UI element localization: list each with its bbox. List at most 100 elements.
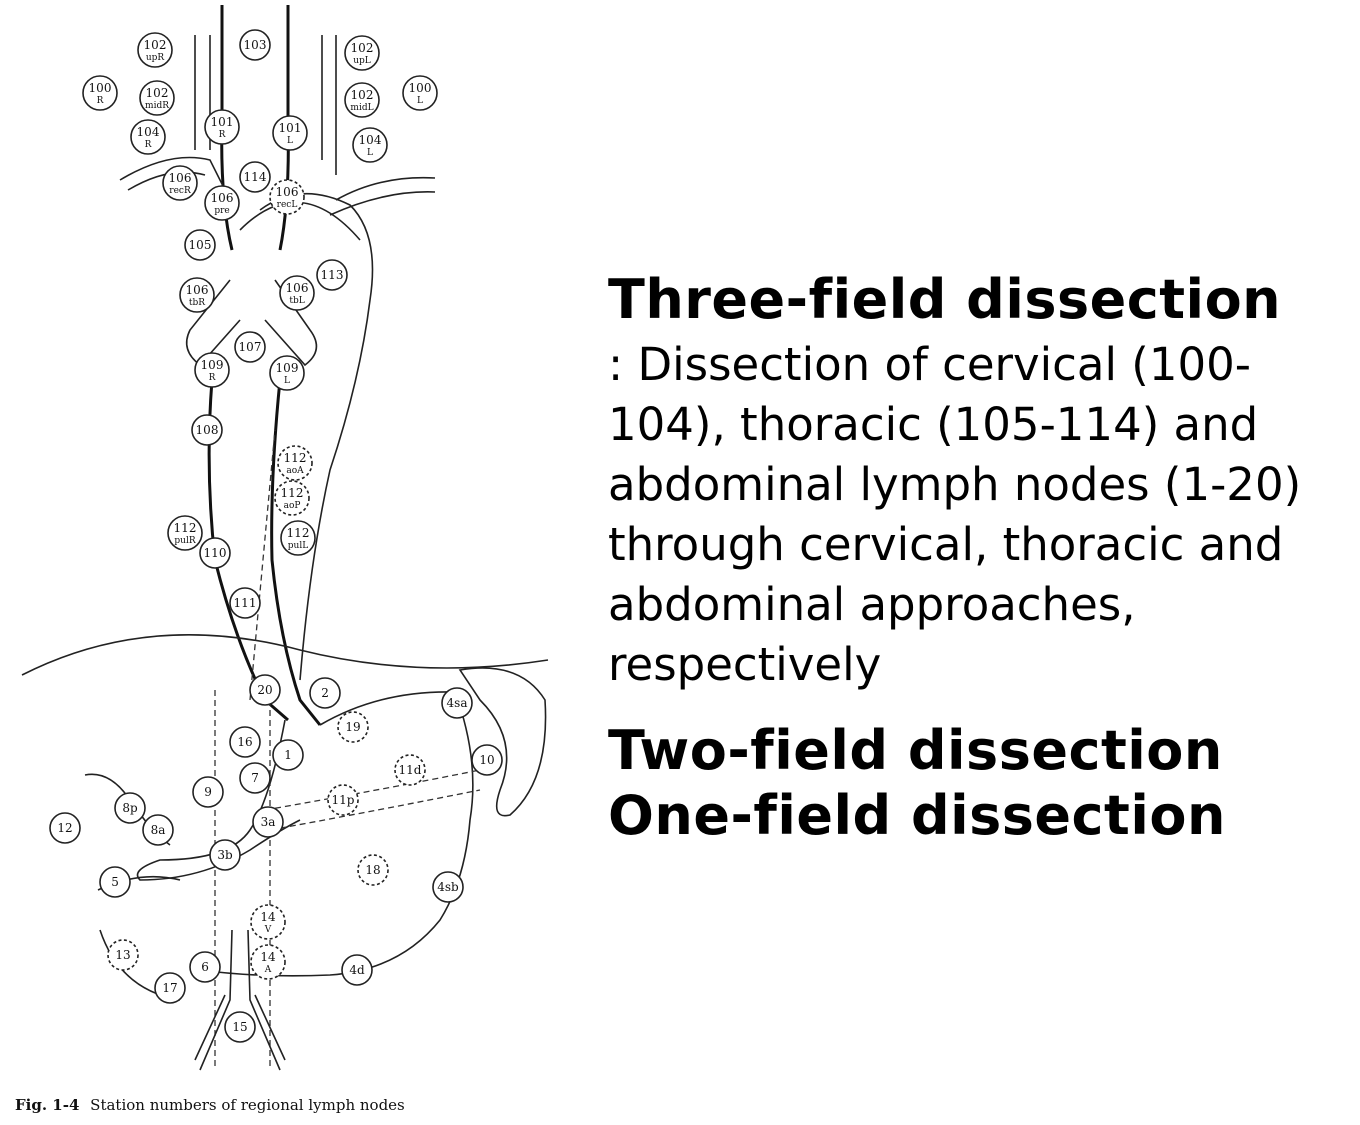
lymph-node-number: 113 [321, 268, 344, 282]
lymph-node-circle [432, 871, 464, 903]
lymph-node-number: 14 [260, 950, 276, 964]
dissection-panel: Three-field dissection : Dissection of c… [608, 268, 1338, 848]
lymph-node-3a: 3a [252, 806, 284, 838]
lymph-node-114: 114 [239, 161, 271, 193]
lymph-node-number: 112 [281, 486, 304, 500]
lymph-node-suffix: L [367, 148, 373, 158]
lymph-node-number: 11p [332, 793, 355, 807]
lymph-node-18: 18 [357, 854, 389, 886]
figure-label: Fig. 1-4 [15, 1096, 80, 1114]
lymph-node-suffix: aoP [284, 501, 301, 511]
lymph-node-number: 102 [351, 88, 374, 102]
lymph-node-number: 18 [365, 863, 380, 877]
lymph-node-number: 111 [234, 596, 257, 610]
lymph-node-number: 19 [345, 720, 360, 734]
figure-caption-text: Station numbers of regional lymph nodes [90, 1096, 405, 1114]
lymph-node-number: 101 [279, 121, 302, 135]
lymph-node-14A: 14A [250, 944, 286, 980]
lymph-node-circle [189, 951, 221, 983]
lymph-node-suffix: upL [353, 56, 371, 66]
lymph-node-circle [239, 762, 271, 794]
lymph-node-number: 4sb [437, 880, 459, 894]
lymph-node-number: 106 [286, 281, 309, 295]
lymph-node-1: 1 [272, 739, 304, 771]
lymph-node-number: 10 [479, 753, 494, 767]
lymph-node-suffix: pulL [288, 541, 308, 551]
lymph-node-circle [337, 711, 369, 743]
lymph-node-suffix: R [97, 96, 104, 106]
lymph-node-number: 102 [144, 38, 167, 52]
lymph-node-113: 113 [316, 259, 348, 291]
lymph-node-number: 110 [204, 546, 227, 560]
two-field-heading: Two-field dissection [608, 718, 1223, 782]
lymph-node-number: 13 [115, 948, 130, 962]
lymph-node-circle [341, 954, 373, 986]
lymph-node-suffix: midL [350, 103, 373, 113]
lymph-node-number: 1 [284, 748, 292, 762]
lymph-node-7: 7 [239, 762, 271, 794]
lymph-node-circle [234, 331, 266, 363]
one-field-heading: One-field dissection [608, 783, 1226, 847]
lymph-node-suffix: midR [145, 101, 169, 111]
lymph-node-number: 108 [196, 423, 219, 437]
lymph-node-circle [204, 185, 240, 221]
lymph-node-number: 103 [244, 38, 267, 52]
lymph-node-number: 4sa [447, 696, 468, 710]
lymph-node-number: 15 [232, 1020, 247, 1034]
lymph-node-suffix: recR [169, 186, 191, 196]
lymph-node-circle [204, 109, 240, 145]
lymph-node-suffix: recL [277, 200, 298, 210]
lymph-node-circle [274, 480, 310, 516]
lymph-node-105: 105 [184, 229, 216, 261]
lymph-node-number: 9 [204, 785, 212, 799]
lymph-node-circle [82, 75, 118, 111]
lymph-node-number: 12 [57, 821, 72, 835]
lymph-node-108: 108 [191, 414, 223, 446]
lymph-node-2: 2 [309, 677, 341, 709]
lymph-node-suffix: R [209, 373, 216, 383]
lymph-node-circle [99, 866, 131, 898]
lymph-node-suffix: pulR [174, 536, 195, 546]
lymph-node-suffix: tbR [189, 298, 205, 308]
figure-caption: Fig. 1-4 Station numbers of regional lym… [15, 1096, 405, 1114]
lymph-node-circle [167, 515, 203, 551]
lymph-node-20: 20 [249, 674, 281, 706]
lymph-node-number: 4d [349, 963, 365, 977]
lymph-node-3b: 3b [209, 839, 241, 871]
lymph-node-suffix: L [287, 136, 293, 146]
lymph-node-4sa: 4sa [441, 687, 473, 719]
lymph-node-circle [250, 944, 286, 980]
lymph-node-circle [209, 839, 241, 871]
lymph-node-circle [191, 414, 223, 446]
lymph-node-suffix: R [145, 140, 152, 150]
lymph-node-8a: 8a [142, 814, 174, 846]
lymph-node-circle [224, 1011, 256, 1043]
lymph-node-circle [179, 277, 215, 313]
lymph-node-suffix: L [417, 96, 423, 106]
lymph-node-number: 100 [89, 81, 112, 95]
lymph-node-number: 109 [276, 361, 299, 375]
lymph-node-suffix: tbL [289, 296, 304, 306]
lymph-node-number: 106 [186, 283, 209, 297]
lymph-node-number: 102 [146, 86, 169, 100]
lymph-node-15: 15 [224, 1011, 256, 1043]
lymph-node-circle [249, 674, 281, 706]
lymph-node-5: 5 [99, 866, 131, 898]
lymph-node-number: 16 [237, 735, 252, 749]
lymph-node-circle [280, 520, 316, 556]
lymph-node-circle [272, 115, 308, 151]
lymph-node-circle [250, 904, 286, 940]
lymph-node-suffix: V [264, 925, 272, 935]
lymph-node-6: 6 [189, 951, 221, 983]
